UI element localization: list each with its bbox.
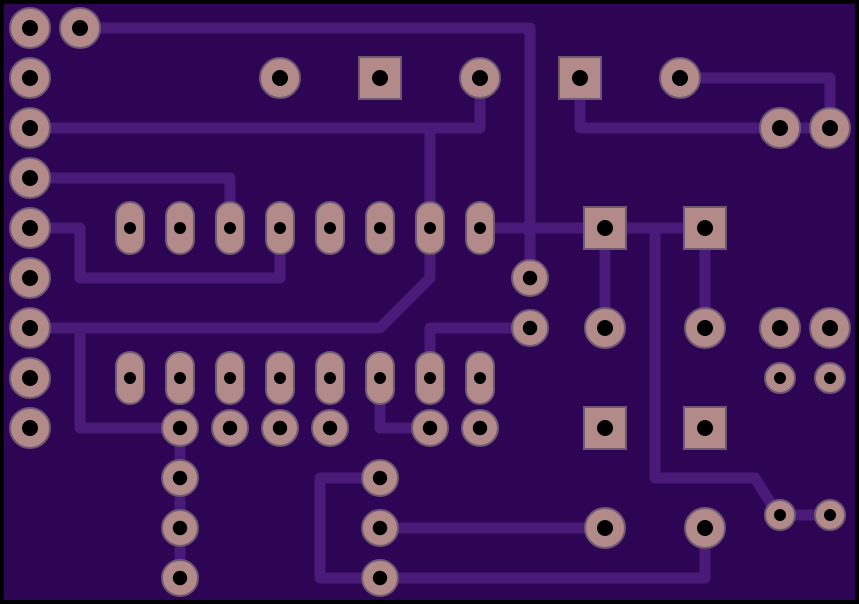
drill-hole bbox=[172, 570, 188, 586]
drill-hole bbox=[522, 320, 538, 336]
drill-hole bbox=[274, 372, 286, 384]
drill-hole bbox=[374, 372, 386, 384]
drill-hole bbox=[22, 120, 38, 136]
drill-hole bbox=[824, 509, 836, 521]
drill-hole bbox=[372, 570, 388, 586]
drill-hole bbox=[597, 220, 613, 236]
drill-hole bbox=[824, 372, 836, 384]
drill-hole bbox=[522, 270, 538, 286]
drill-hole bbox=[224, 372, 236, 384]
drill-hole bbox=[697, 520, 713, 536]
drill-hole bbox=[372, 70, 388, 86]
drill-hole bbox=[172, 420, 188, 436]
drill-hole bbox=[372, 470, 388, 486]
drill-hole bbox=[572, 70, 588, 86]
drill-hole bbox=[322, 420, 338, 436]
drill-hole bbox=[272, 420, 288, 436]
drill-hole bbox=[424, 222, 436, 234]
drill-hole bbox=[422, 420, 438, 436]
drill-hole bbox=[172, 470, 188, 486]
copper-trace bbox=[24, 222, 286, 284]
drill-hole bbox=[124, 222, 136, 234]
drill-hole bbox=[22, 370, 38, 386]
drill-hole bbox=[172, 520, 188, 536]
drill-hole bbox=[697, 320, 713, 336]
drill-hole bbox=[22, 70, 38, 86]
square-pad-icon bbox=[583, 206, 627, 250]
drill-hole bbox=[22, 420, 38, 436]
drill-hole bbox=[774, 509, 786, 521]
drill-hole bbox=[822, 120, 838, 136]
drill-hole bbox=[22, 170, 38, 186]
drill-hole bbox=[772, 320, 788, 336]
drill-hole bbox=[22, 20, 38, 36]
board-substrate bbox=[4, 4, 855, 600]
drill-hole bbox=[472, 70, 488, 86]
drill-hole bbox=[697, 220, 713, 236]
drill-hole bbox=[822, 320, 838, 336]
drill-hole bbox=[272, 70, 288, 86]
drill-hole bbox=[672, 70, 688, 86]
drill-hole bbox=[324, 372, 336, 384]
drill-hole bbox=[22, 270, 38, 286]
drill-hole bbox=[372, 520, 388, 536]
drill-hole bbox=[772, 120, 788, 136]
drill-hole bbox=[22, 220, 38, 236]
drill-hole bbox=[72, 20, 88, 36]
drill-hole bbox=[224, 222, 236, 234]
drill-hole bbox=[274, 222, 286, 234]
drill-hole bbox=[472, 420, 488, 436]
drill-hole bbox=[597, 320, 613, 336]
copper-trace bbox=[74, 322, 186, 434]
drill-hole bbox=[22, 320, 38, 336]
drill-hole bbox=[222, 420, 238, 436]
drill-hole bbox=[174, 372, 186, 384]
drill-hole bbox=[774, 372, 786, 384]
drill-hole bbox=[697, 420, 713, 436]
drill-hole bbox=[424, 372, 436, 384]
drill-hole bbox=[124, 372, 136, 384]
drill-hole bbox=[174, 222, 186, 234]
copper-trace bbox=[74, 22, 536, 234]
pad-layer bbox=[9, 7, 851, 597]
drill-hole bbox=[597, 520, 613, 536]
copper-trace bbox=[314, 472, 711, 584]
drill-hole bbox=[597, 420, 613, 436]
drill-hole bbox=[324, 222, 336, 234]
drill-hole bbox=[374, 222, 386, 234]
drill-hole bbox=[474, 222, 486, 234]
drill-hole bbox=[474, 372, 486, 384]
